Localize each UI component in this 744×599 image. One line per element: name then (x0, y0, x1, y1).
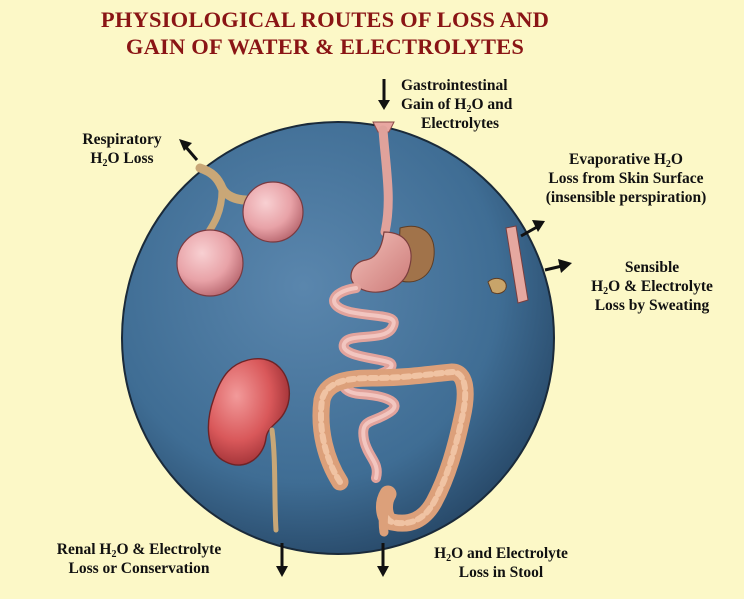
label-evaporative: Evaporative H2O Loss from Skin Surface (… (510, 150, 742, 207)
label-stool: H2O and Electrolyte Loss in Stool (396, 544, 606, 582)
title-line-2: GAIN OF WATER & ELECTROLYTES (0, 33, 650, 60)
arrow-down-icon (378, 79, 390, 110)
rectum (383, 494, 388, 532)
label-respiratory: Respiratory H2O Loss (47, 130, 197, 168)
esophagus (383, 130, 388, 232)
title-line-1: PHYSIOLOGICAL ROUTES OF LOSS AND (0, 6, 650, 33)
label-gastrointestinal: Gastrointestinal Gain of H2O and Electro… (401, 76, 512, 133)
arrow-right-icon (545, 259, 572, 273)
diagram-title: PHYSIOLOGICAL ROUTES OF LOSS AND GAIN OF… (0, 6, 650, 60)
label-sensible: Sensible H2O & Electrolyte Loss by Sweat… (572, 258, 732, 315)
label-renal: Renal H2O & Electrolyte Loss or Conserva… (8, 540, 270, 578)
lung-right (243, 182, 303, 242)
lung-left (177, 230, 243, 296)
